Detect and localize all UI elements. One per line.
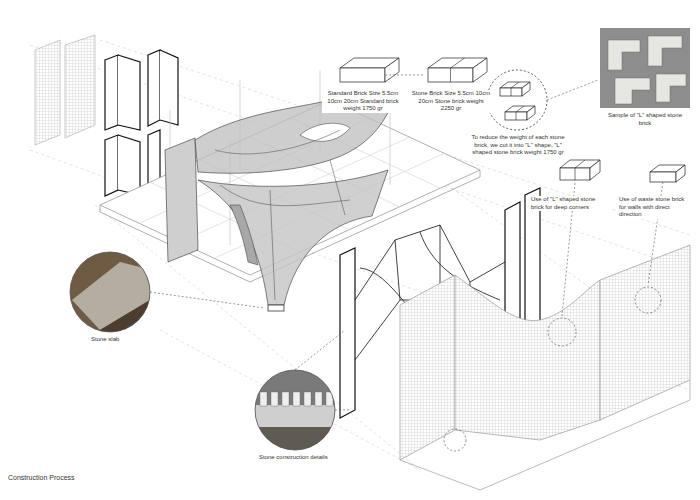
mesh-wall xyxy=(455,275,600,440)
l-brick-photo xyxy=(615,78,650,104)
stone-slab-photo xyxy=(70,252,152,334)
mesh-walls xyxy=(400,245,690,490)
leader-line xyxy=(150,292,264,308)
brick-side xyxy=(590,160,600,180)
surface-edge xyxy=(215,130,340,154)
leader-line xyxy=(547,80,598,100)
curved-vault xyxy=(198,170,388,305)
curved-surfaces xyxy=(165,95,395,311)
figure-caption: Construction Process xyxy=(8,474,75,481)
column-foot xyxy=(268,305,284,311)
brick-divider xyxy=(575,160,585,180)
annotation-label: Standard Brick Size 5.5cm 10cm 20cm Stan… xyxy=(322,90,404,113)
detail-marker xyxy=(548,318,576,346)
leader-line xyxy=(295,330,345,370)
surface-edge xyxy=(220,185,350,206)
mesh-panel xyxy=(65,35,95,138)
l-brick-photo xyxy=(648,36,682,66)
curved-wing xyxy=(230,205,258,265)
annotation-label: Use of waste stone brick for walls with … xyxy=(618,196,694,219)
brick-tooth xyxy=(282,392,289,406)
brick-side xyxy=(385,58,399,82)
sample-photo xyxy=(600,28,690,108)
wire-line xyxy=(395,240,400,300)
brick-front xyxy=(650,172,676,182)
brick-tooth xyxy=(315,392,322,406)
photo-outline xyxy=(70,252,150,332)
leader-line xyxy=(385,75,425,76)
brick-side xyxy=(473,58,487,82)
brick-tooth xyxy=(260,392,267,406)
l-panel xyxy=(118,135,140,195)
brick-tooth xyxy=(271,392,278,406)
detail-marker xyxy=(635,287,661,313)
l-brick-photo xyxy=(608,40,640,70)
brick-symbol xyxy=(505,106,535,120)
l-panel xyxy=(105,55,118,130)
brick-side xyxy=(676,165,685,182)
slab-face xyxy=(72,262,152,330)
surface-edge xyxy=(270,190,275,300)
l-panel xyxy=(148,50,160,126)
l-panel xyxy=(160,50,178,125)
brick-divider xyxy=(516,106,524,120)
wire-slab xyxy=(340,248,355,418)
l-panel xyxy=(105,135,118,196)
leader-lines xyxy=(150,75,663,410)
detail-circle xyxy=(487,70,547,130)
slab-shadow xyxy=(95,300,152,334)
brick-side xyxy=(527,106,535,120)
annotation-label: Sample of "L" shaped stone brick xyxy=(600,112,690,127)
brick-symbol xyxy=(340,58,399,82)
mesh-panel xyxy=(35,40,60,145)
mesh-wall xyxy=(600,245,690,420)
surface-edge xyxy=(330,160,345,215)
ground-strip xyxy=(255,427,335,452)
annotation-label: Use of "L" shaped stone brick for deep c… xyxy=(530,196,610,211)
annotation-label: Stone construction details xyxy=(258,454,358,462)
brick-tooth xyxy=(293,392,300,406)
brick-front xyxy=(340,68,385,82)
construction-photo xyxy=(255,370,335,452)
annotation-label: To reduce the weight of each stone brick… xyxy=(468,134,568,157)
brick-divider xyxy=(451,58,465,82)
brick-symbol xyxy=(650,165,685,182)
leader-line xyxy=(335,410,350,411)
brick-symbol xyxy=(500,82,530,96)
brick-tooth xyxy=(304,392,311,406)
side-wall xyxy=(165,138,198,262)
brick-side xyxy=(522,82,530,96)
curved-opening xyxy=(300,123,350,141)
brick-symbol xyxy=(428,58,487,82)
brick-divider xyxy=(511,82,519,96)
photo-outline xyxy=(255,370,335,450)
left-mesh-panels xyxy=(35,35,95,145)
annotation-label: Stone slab xyxy=(90,336,150,344)
dashed-guide xyxy=(160,330,420,470)
wall-band xyxy=(255,405,335,427)
mesh-wall xyxy=(400,275,455,460)
guide-lines xyxy=(30,40,690,470)
brick-symbol xyxy=(560,160,600,180)
annotation-label: Stone Brick Size 5.5cm 10cm 20cm Stone b… xyxy=(410,90,492,113)
photo-ground xyxy=(600,28,690,108)
l-panel xyxy=(118,55,140,130)
l-brick-photo xyxy=(656,74,686,102)
detail-marker xyxy=(444,429,466,451)
